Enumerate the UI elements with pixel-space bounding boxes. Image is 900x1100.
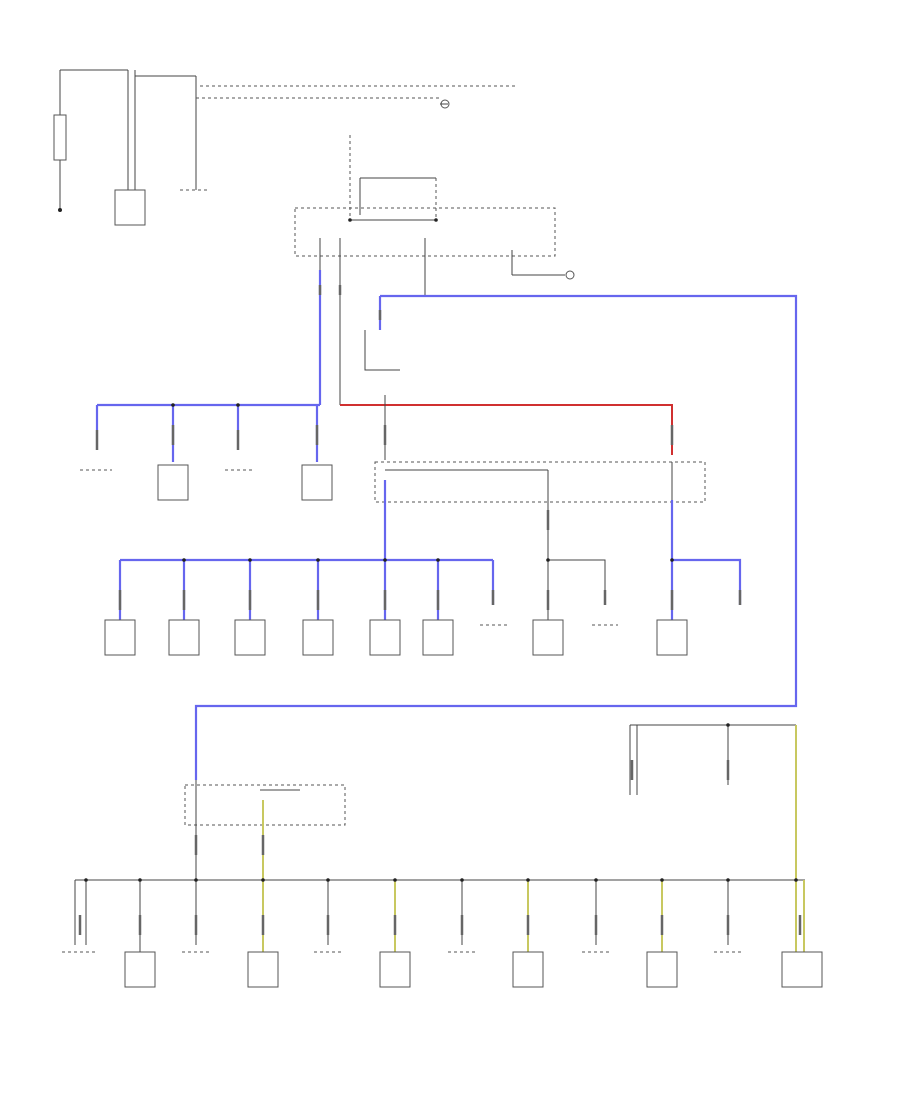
blue-feed	[95, 270, 798, 780]
component-box	[369, 619, 401, 656]
row-three-components	[104, 619, 688, 656]
component-box	[532, 619, 564, 656]
bottom-bus	[74, 879, 805, 952]
row-two-components	[80, 464, 333, 501]
component-box	[124, 951, 156, 988]
junction-block	[374, 461, 742, 620]
red-circuit	[340, 395, 673, 460]
starter-box	[114, 189, 146, 226]
junction-dots	[84, 403, 798, 882]
fuse-relay-block	[294, 135, 575, 405]
component-box	[234, 619, 266, 656]
component-box	[379, 951, 411, 988]
right-feed-group	[629, 724, 797, 880]
component-box	[656, 619, 688, 656]
component-box	[422, 619, 454, 656]
connector-markers	[78, 285, 802, 935]
component-box	[512, 951, 544, 988]
component-box	[168, 619, 200, 656]
component-box	[781, 951, 823, 988]
component-box	[301, 464, 333, 501]
component-box	[157, 464, 189, 501]
bottom-components	[62, 951, 823, 988]
component-box	[646, 951, 678, 988]
component-box	[104, 619, 136, 656]
battery-symbol	[53, 114, 67, 161]
lower-junction	[184, 780, 346, 880]
component-box	[302, 619, 334, 656]
component-box	[247, 951, 279, 988]
battery-section	[53, 69, 515, 226]
